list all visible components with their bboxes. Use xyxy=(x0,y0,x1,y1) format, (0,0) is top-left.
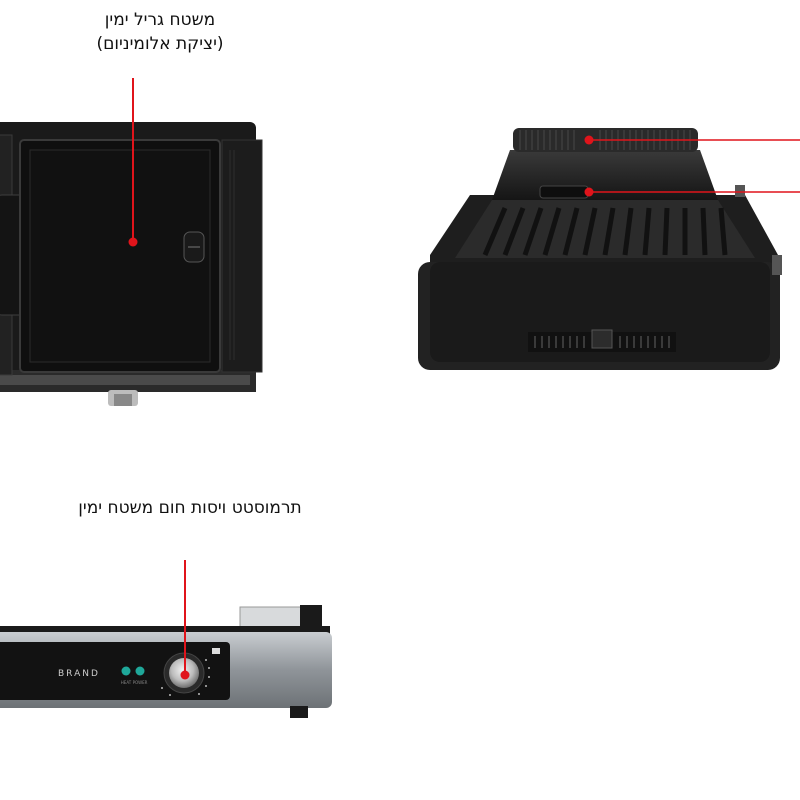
callout-dot-back-handle xyxy=(584,135,594,145)
callout-lines xyxy=(128,78,800,680)
callout-dot-right-grill xyxy=(128,237,138,247)
right-grill-label-line1: משטח גריל ימין xyxy=(104,10,216,30)
top-view-grill xyxy=(0,122,263,406)
perspective-view-grill xyxy=(418,128,782,370)
right-grill-callout-label: משטח גריל ימין (יציקת אלומיניום) xyxy=(60,8,260,56)
callout-dot-thermostat xyxy=(180,670,190,680)
front-view-grill: HEAT POWER xyxy=(0,605,332,718)
cropped-edge-label: ו xyxy=(0,496,6,520)
led-label-heat: HEAT xyxy=(121,680,132,685)
callout-dot-plancha xyxy=(584,187,594,197)
led-label-power: POWER xyxy=(133,680,148,685)
right-grill-label-line2: (יציקת אלומיניום) xyxy=(96,34,224,54)
thermostat-callout-label: תרמוסטט ויסות חום משטח ימין xyxy=(78,498,302,518)
brand-logo: BRAND xyxy=(58,669,100,679)
